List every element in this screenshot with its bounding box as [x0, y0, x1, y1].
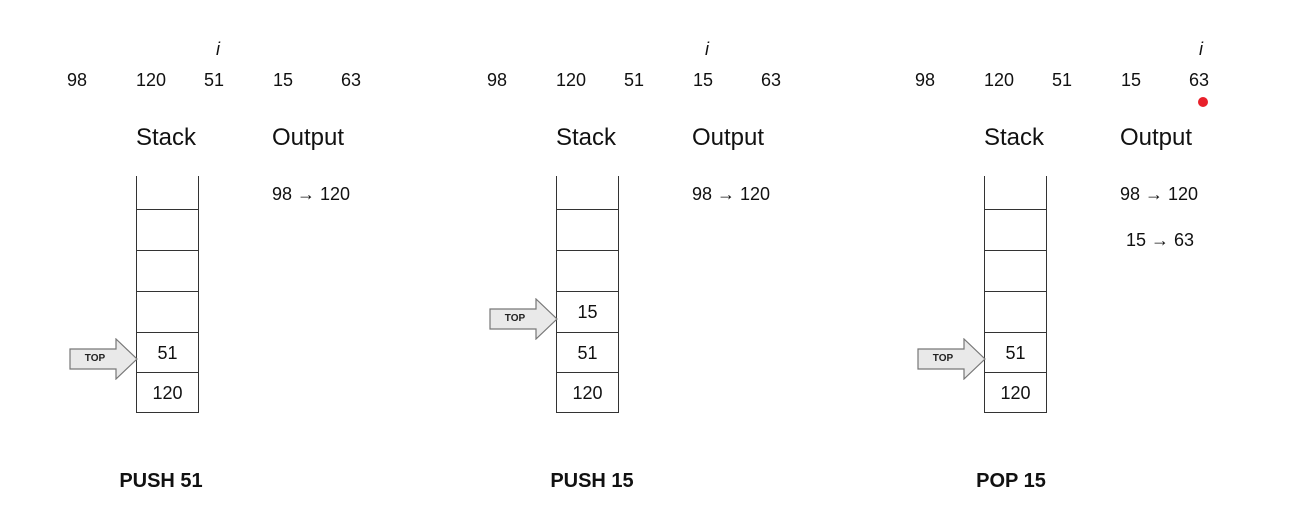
stack-slot: [985, 250, 1046, 290]
top-pointer-arrow: TOP: [917, 337, 987, 381]
top-pointer-arrow: TOP: [69, 337, 139, 381]
operation-label: POP 15: [976, 470, 1046, 492]
output-title: Output: [1120, 124, 1193, 151]
index-marker: i: [216, 39, 220, 59]
array-value: 120: [135, 70, 167, 90]
array-value: 120: [555, 70, 587, 90]
stack-title: Stack: [136, 124, 197, 151]
stack-slot: 120: [557, 372, 618, 412]
stack-slot: [137, 209, 198, 249]
top-pointer-arrow: TOP: [489, 297, 559, 341]
output-pair: 98 → 120: [1120, 184, 1199, 204]
array-value: 63: [340, 70, 362, 90]
array-value: 98: [914, 70, 936, 90]
stack-value: 15: [577, 302, 598, 322]
stack-value: 51: [1005, 343, 1026, 363]
array-value: 98: [66, 70, 88, 90]
stack-slot: 120: [137, 372, 198, 412]
top-label: TOP: [504, 313, 526, 324]
stack-slot: [985, 209, 1046, 249]
index-marker: i: [705, 39, 709, 59]
stack-slot: [985, 291, 1046, 331]
array-value: 15: [1120, 70, 1142, 90]
stack-slot: [137, 250, 198, 290]
stack-value: 51: [157, 343, 178, 363]
stack-slot: [557, 209, 618, 249]
output-pair: 98 → 120: [692, 184, 771, 204]
stack-container: 51 120: [136, 176, 199, 413]
stack-container: 15 51 120: [556, 176, 619, 413]
output-title: Output: [272, 124, 345, 151]
array-value: 51: [203, 70, 225, 90]
top-label: TOP: [932, 353, 954, 364]
arrow-icon: [917, 337, 986, 381]
stack-value: 51: [577, 343, 598, 363]
step-panel-push-51: 98 120 51 15 63 i Stack Output 98 → 120 …: [0, 0, 420, 520]
step-panel-pop-15: 98 120 51 15 63 i Stack Output 98 → 120 …: [848, 0, 1268, 520]
array-value: 120: [983, 70, 1015, 90]
output-pair: 98 → 120: [272, 184, 351, 204]
stack-slot: [557, 250, 618, 290]
stack-slot: 51: [137, 332, 198, 372]
stack-title: Stack: [556, 124, 617, 151]
output-title: Output: [692, 124, 765, 151]
array-value: 63: [760, 70, 782, 90]
operation-label: PUSH 51: [119, 470, 203, 492]
output-pair: 15 → 63: [1126, 230, 1195, 250]
step-panel-push-15: 98 120 51 15 63 i Stack Output 98 → 120 …: [420, 0, 840, 520]
stack-value: 120: [152, 383, 183, 403]
current-element-dot: [1198, 97, 1208, 107]
top-label: TOP: [84, 353, 106, 364]
stack-slot: 15: [557, 291, 618, 331]
arrow-icon: [69, 337, 138, 381]
stack-value: 120: [572, 383, 603, 403]
array-value: 51: [623, 70, 645, 90]
stack-slot: 51: [557, 332, 618, 372]
stack-slot: 120: [985, 372, 1046, 412]
stack-title: Stack: [984, 124, 1045, 151]
arrow-icon: [489, 297, 558, 341]
operation-label: PUSH 15: [550, 470, 634, 492]
array-value: 15: [692, 70, 714, 90]
stack-slot: [137, 291, 198, 331]
stack-container: 51 120: [984, 176, 1047, 413]
array-value: 98: [486, 70, 508, 90]
array-value: 63: [1188, 70, 1210, 90]
array-value: 15: [272, 70, 294, 90]
stack-slot: 51: [985, 332, 1046, 372]
array-value: 51: [1051, 70, 1073, 90]
index-marker: i: [1199, 39, 1203, 59]
stack-value: 120: [1000, 383, 1031, 403]
